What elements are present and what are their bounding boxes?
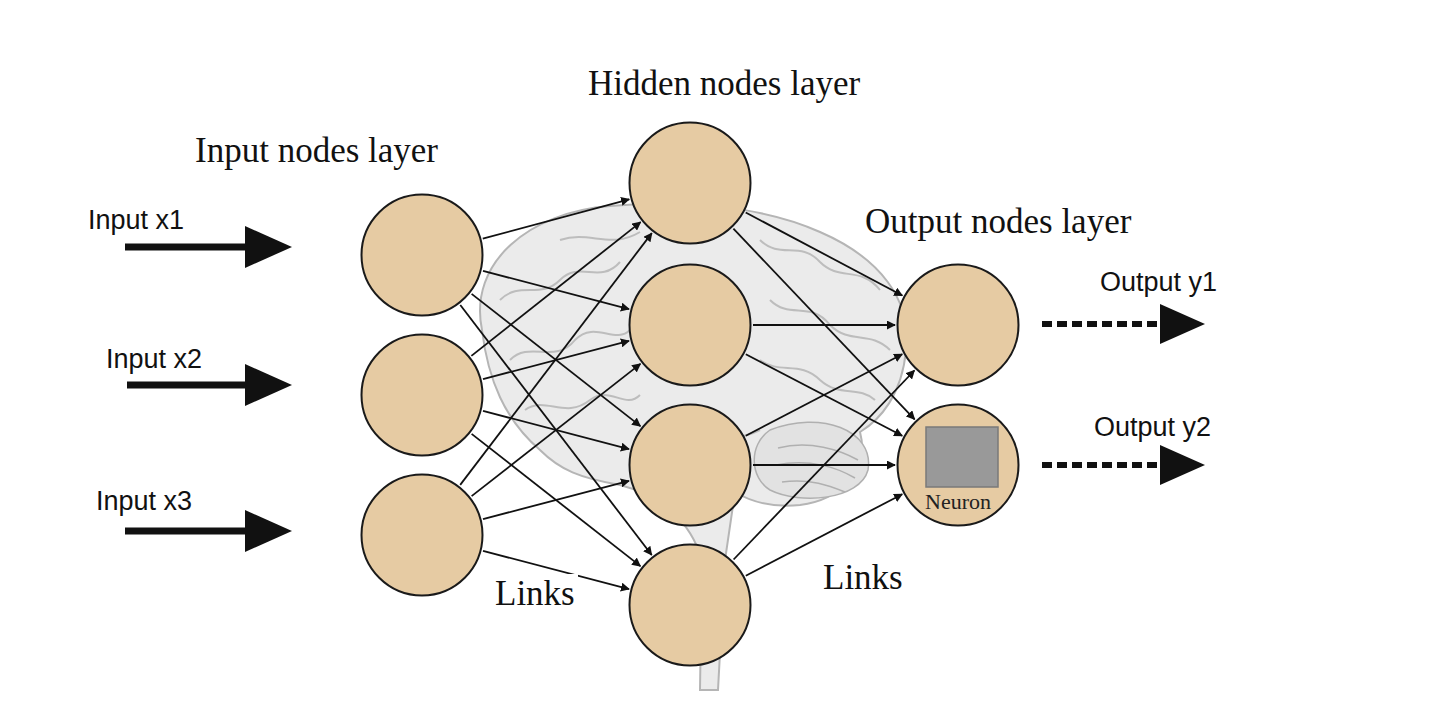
link-arrow xyxy=(472,434,641,566)
link-arrow xyxy=(460,233,652,485)
io-label: Input x1 xyxy=(88,205,184,236)
io-label: Input x3 xyxy=(96,486,192,517)
node-circle xyxy=(628,403,752,527)
layer-title: Links xyxy=(820,558,906,598)
node-circle xyxy=(360,473,484,597)
neuron-square xyxy=(926,427,998,487)
link-arrow xyxy=(746,354,902,436)
neuron-node xyxy=(628,403,752,527)
layer-title: Output nodes layer xyxy=(865,202,1131,242)
neuron-node xyxy=(360,333,484,457)
link-arrow xyxy=(483,199,629,238)
neuron-node xyxy=(360,473,484,597)
io-label: Output y1 xyxy=(1100,267,1217,298)
link-arrow xyxy=(733,229,914,420)
layer-title: Input nodes layer xyxy=(195,131,438,171)
neuron-label: Neuron xyxy=(896,489,1020,515)
node-circle xyxy=(628,121,752,245)
node-circle xyxy=(896,263,1020,387)
neuron-node xyxy=(360,193,484,317)
neuron-node xyxy=(896,263,1020,387)
io-label: Input x2 xyxy=(106,344,202,375)
layer-title: Hidden nodes layer xyxy=(588,64,860,104)
output-arrows xyxy=(1042,304,1205,485)
neuron-node xyxy=(628,543,752,667)
node-circle xyxy=(360,333,484,457)
brain-outline xyxy=(480,204,907,690)
node-circle xyxy=(628,543,752,667)
cerebellum xyxy=(754,422,868,498)
link-arrow xyxy=(746,354,902,436)
layer-title: Links xyxy=(492,574,578,614)
link-arrow xyxy=(734,371,915,560)
neuron-node xyxy=(628,263,752,387)
link-arrow xyxy=(472,364,641,496)
link-arrow xyxy=(753,324,895,326)
link-arrow xyxy=(471,222,640,356)
neuron-node xyxy=(628,121,752,245)
link-arrow xyxy=(483,481,629,519)
node-circle xyxy=(360,193,484,317)
io-label: Output y2 xyxy=(1094,412,1211,443)
node-circle xyxy=(628,263,752,387)
neuron-node: Neuron xyxy=(896,403,1020,527)
